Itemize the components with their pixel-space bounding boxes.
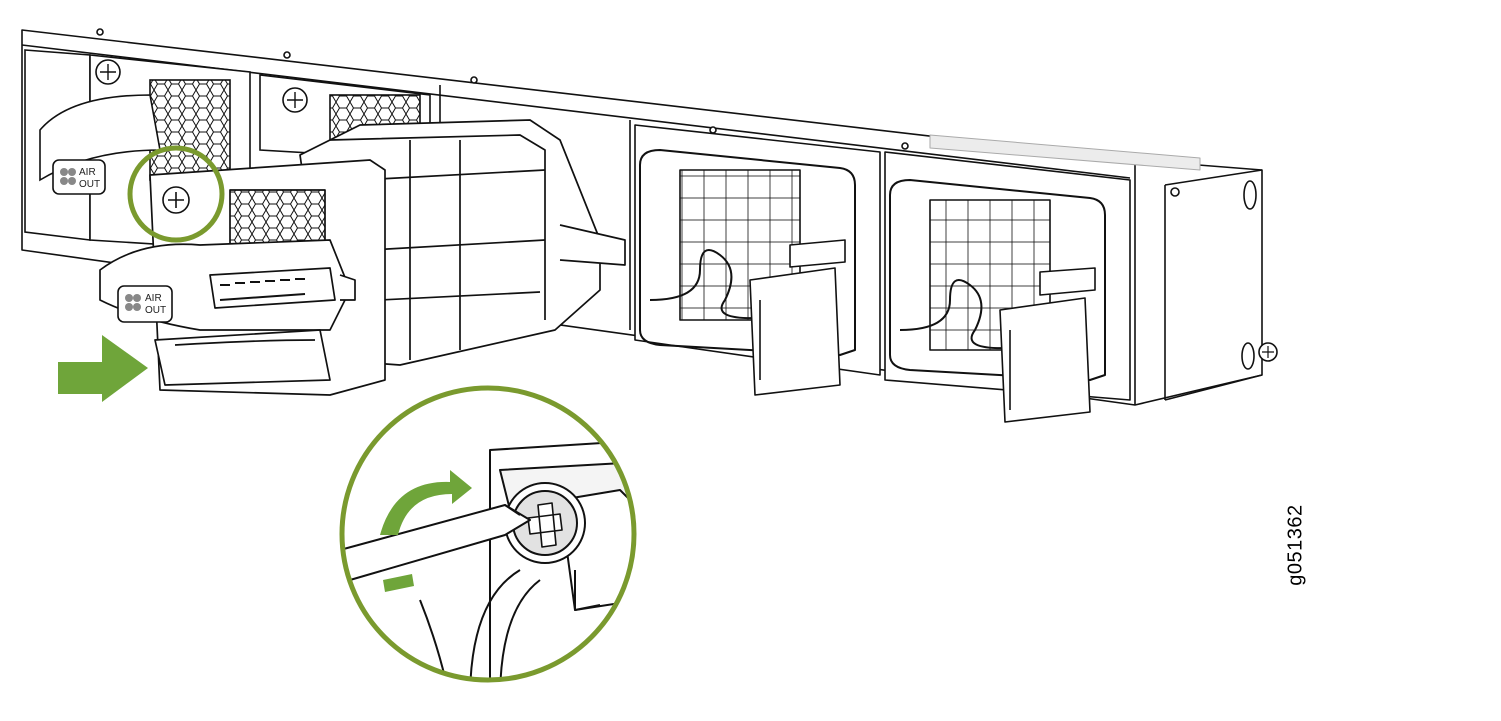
airflow-front-line2: OUT [145,305,166,316]
fan-icon-front [125,294,141,311]
power-supply-1 [634,124,881,396]
airflow-badge-front: AIR OUT [117,285,173,323]
power-supply-2 [884,151,1131,423]
clockwise-rotation-arrow [380,470,472,535]
figure-id: g051362 [1284,504,1307,586]
airflow-badge-top: AIR OUT [52,159,106,195]
fan-icon [60,168,76,185]
fan-module-inserting [99,119,626,396]
insert-direction-arrow [58,335,148,402]
magnified-detail [339,385,637,683]
screw-highlight-circle [127,145,225,243]
airflow-label-line1: AIR [79,167,96,178]
airflow-label-line2: OUT [79,179,100,190]
airflow-front-line1: AIR [145,293,162,304]
captive-screw-icon [162,186,190,214]
